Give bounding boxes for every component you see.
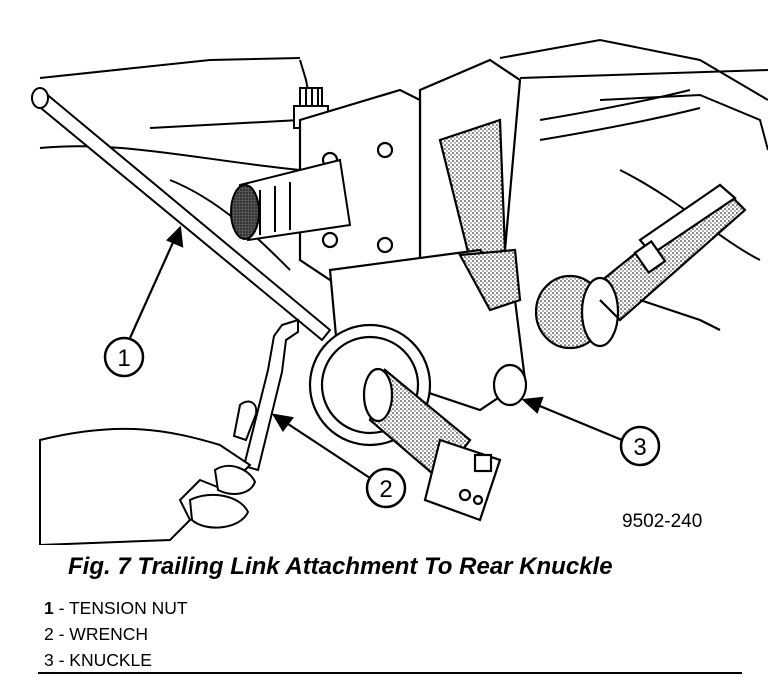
callout-1-label: 1 bbox=[117, 345, 130, 372]
figure-id: 9502-240 bbox=[622, 511, 703, 532]
trailing-link-sleeve bbox=[362, 367, 502, 522]
legend-text: KNUCKLE bbox=[69, 650, 152, 670]
callout-2-label: 2 bbox=[379, 476, 392, 503]
knuckle bbox=[298, 58, 528, 412]
legend-number: 1 bbox=[44, 598, 54, 618]
legend-number: 2 bbox=[44, 624, 54, 644]
legend-text: WRENCH bbox=[69, 624, 149, 644]
callout-3-circle bbox=[619, 425, 661, 467]
spindle bbox=[230, 158, 352, 242]
legend-item: 1 - TENSION NUT bbox=[44, 595, 188, 621]
legend-separator: - bbox=[53, 598, 69, 618]
technical-illustration: 1 2 3 bbox=[31, 38, 768, 545]
legend-separator: - bbox=[53, 624, 70, 644]
legend-text: TENSION NUT bbox=[68, 598, 188, 618]
legend-number: 3 bbox=[44, 650, 54, 670]
callout-badges bbox=[103, 336, 661, 509]
trailing-link bbox=[534, 183, 747, 350]
wrench bbox=[242, 318, 299, 472]
legend-item: 3 - KNUCKLE bbox=[44, 647, 188, 673]
callout-arrows bbox=[128, 225, 623, 479]
callout-3-label: 3 bbox=[633, 434, 646, 461]
strut-rod bbox=[31, 87, 332, 342]
figure-caption: Fig. 7 Trailing Link Attachment To Rear … bbox=[68, 553, 613, 580]
legend-separator: - bbox=[53, 650, 70, 670]
hand bbox=[39, 400, 258, 545]
callout-1-circle bbox=[103, 336, 145, 378]
legend-list: 1 - TENSION NUT 2 - WRENCH 3 - KNUCKLE bbox=[44, 595, 188, 673]
legend-item: 2 - WRENCH bbox=[44, 621, 188, 647]
bottom-rule bbox=[38, 672, 742, 674]
callout-2-circle bbox=[365, 467, 407, 509]
